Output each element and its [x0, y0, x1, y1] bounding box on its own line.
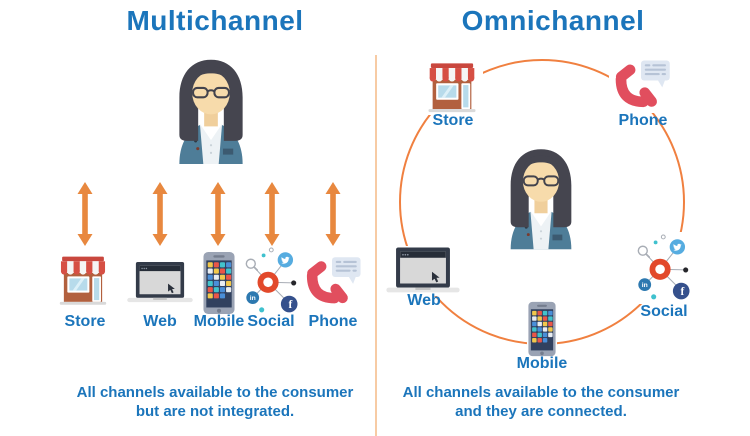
- caption-line: but are not integrated.: [135, 403, 295, 420]
- social-icon: [630, 232, 694, 304]
- double-arrow-icon: [325, 182, 341, 246]
- double-arrow-icon: [210, 182, 226, 246]
- channel-label-social: Social: [640, 303, 688, 320]
- mobile-icon: [202, 251, 236, 315]
- panel-divider: [375, 55, 377, 436]
- web-icon: [126, 260, 194, 306]
- caption-line: All channels available to the consumer: [76, 384, 354, 401]
- double-arrow-icon: [77, 182, 93, 246]
- channel-label-phone: Phone: [308, 313, 358, 330]
- channel-label-mobile: Mobile: [516, 355, 568, 372]
- multichannel-caption: All channels available to the consumer b…: [45, 383, 385, 421]
- web-icon: [385, 246, 461, 296]
- omnichannel-caption: All channels available to the consumer a…: [380, 383, 702, 421]
- multichannel-title: Multichannel: [126, 5, 304, 36]
- channel-label-store: Store: [64, 313, 106, 330]
- store-icon: [421, 61, 483, 115]
- channel-label-web: Web: [407, 292, 441, 309]
- store-icon: [54, 253, 112, 309]
- channel-label-phone: Phone: [618, 112, 668, 129]
- caption-line: and they are connected.: [455, 403, 627, 420]
- social-icon: [238, 245, 302, 317]
- mobile-icon: [527, 301, 557, 357]
- phone-icon: [301, 251, 363, 313]
- channel-label-store: Store: [432, 112, 474, 129]
- double-arrow-icon: [264, 182, 280, 246]
- phone-icon: [609, 58, 673, 113]
- channel-label-mobile: Mobile: [193, 313, 245, 330]
- double-arrow-icon: [152, 182, 168, 246]
- channel-label-web: Web: [143, 313, 177, 330]
- consumer-avatar: [500, 147, 582, 250]
- channel-label-social: Social: [247, 313, 295, 330]
- omnichannel-title: Omnichannel: [461, 5, 645, 36]
- consumer-avatar: [168, 58, 254, 164]
- caption-line: All channels available to the consumer: [402, 384, 680, 401]
